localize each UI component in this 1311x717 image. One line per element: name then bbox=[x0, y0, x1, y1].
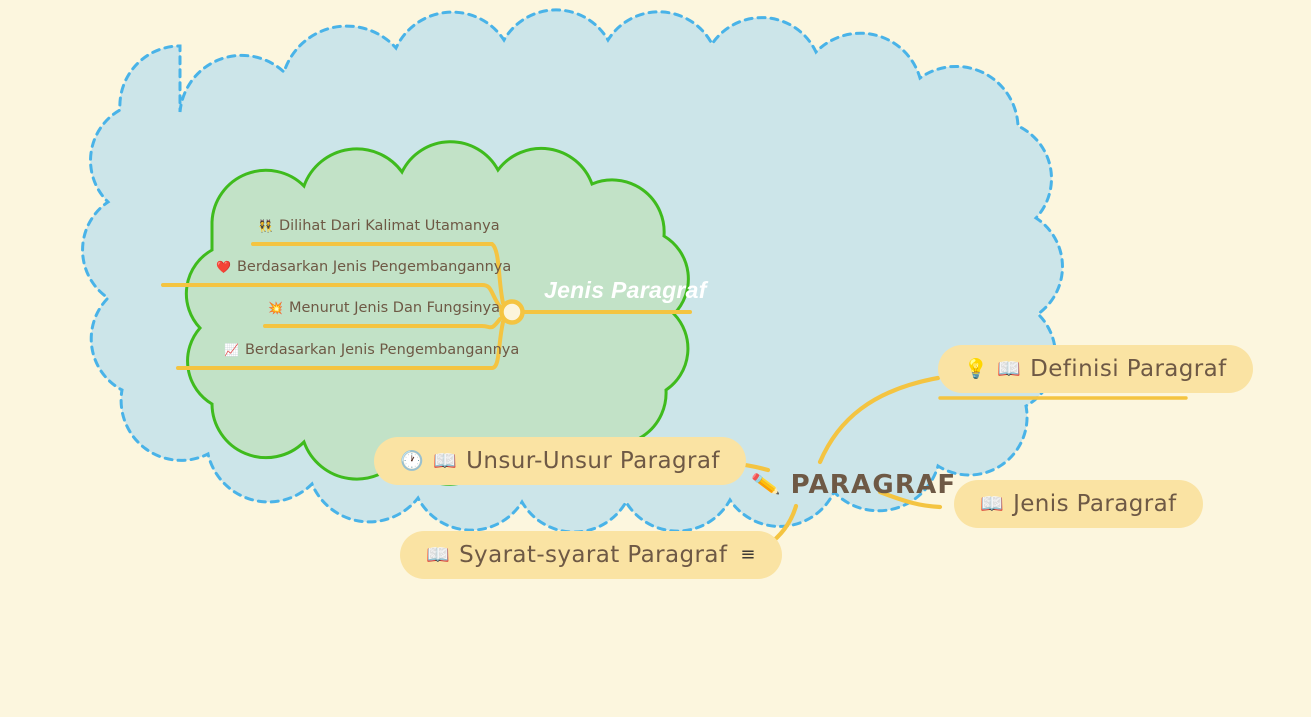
connector-center-to-definisi bbox=[817, 375, 941, 465]
leaf-menurut-jenis-dan-fungsinya[interactable]: 💥 Menurut Jenis Dan Fungsinya bbox=[268, 300, 500, 316]
people-with-bunny-ears-icon: 👯 bbox=[258, 219, 273, 233]
leaf-label: Berdasarkan Jenis Pengembangannya bbox=[236, 259, 512, 275]
open-book-icon: 📖 bbox=[980, 492, 1005, 515]
connector-center-to-jenis bbox=[877, 489, 943, 510]
leaf-berdasarkan-jenis-pengembangannya-2[interactable]: 📈 Berdasarkan Jenis Pengembangannya bbox=[224, 342, 519, 358]
lightbulb-icon: 💡 bbox=[964, 357, 989, 380]
add-to-list-icon[interactable]: ≡ bbox=[740, 544, 756, 566]
node-jenis-paragraf-label: Jenis Paragraf bbox=[1013, 491, 1177, 517]
center-node-label: PARAGRAF bbox=[790, 470, 957, 500]
open-book-icon: 📖 bbox=[433, 449, 458, 472]
green-branch-leaf-2 bbox=[161, 283, 502, 309]
green-branch-leaf-1 bbox=[251, 242, 505, 305]
green-cloud-hub-node[interactable] bbox=[499, 299, 525, 325]
red-heart-icon: ❤️ bbox=[216, 260, 231, 274]
pencil-icon: ✏️ bbox=[750, 470, 783, 500]
green-cloud-connectors bbox=[161, 242, 692, 370]
leaf-label: Dilihat Dari Kalimat Utamanya bbox=[278, 218, 500, 234]
open-book-icon: 📖 bbox=[997, 357, 1022, 380]
leaf-dilihat-dari-kalimat-utamanya[interactable]: 👯 Dilihat Dari Kalimat Utamanya bbox=[258, 218, 500, 234]
open-book-icon: 📖 bbox=[426, 543, 451, 566]
collision-burst-icon: 💥 bbox=[268, 301, 283, 315]
leaf-berdasarkan-jenis-pengembangannya-1[interactable]: ❤️ Berdasarkan Jenis Pengembangannya bbox=[216, 259, 511, 275]
leaf-label: Berdasarkan Jenis Pengembangannya bbox=[244, 342, 520, 358]
node-syarat-syarat-paragraf-label: Syarat-syarat Paragraf bbox=[459, 542, 728, 568]
chart-increasing-icon: 📈 bbox=[224, 343, 239, 357]
node-jenis-paragraf[interactable]: 📖 Jenis Paragraf bbox=[954, 480, 1203, 529]
node-unsur-unsur-paragraf[interactable]: 🕐 📖 Unsur-Unsur Paragraf bbox=[374, 437, 746, 486]
green-branch-leaf-3 bbox=[263, 317, 502, 330]
center-node-paragraf[interactable]: ✏️ PARAGRAF bbox=[744, 464, 964, 506]
leaf-label: Menurut Jenis Dan Fungsinya bbox=[288, 300, 501, 316]
green-cloud-title: Jenis Paragraf bbox=[544, 277, 707, 303]
node-definisi-paragraf-label: Definisi Paragraf bbox=[1030, 356, 1227, 382]
clock-icon: 🕐 bbox=[400, 449, 425, 472]
node-definisi-paragraf[interactable]: 💡 📖 Definisi Paragraf bbox=[938, 345, 1253, 394]
green-branch-leaf-4 bbox=[176, 320, 505, 370]
node-unsur-unsur-paragraf-label: Unsur-Unsur Paragraf bbox=[466, 448, 720, 474]
node-syarat-syarat-paragraf[interactable]: 📖 Syarat-syarat Paragraf ≡ bbox=[400, 531, 782, 580]
